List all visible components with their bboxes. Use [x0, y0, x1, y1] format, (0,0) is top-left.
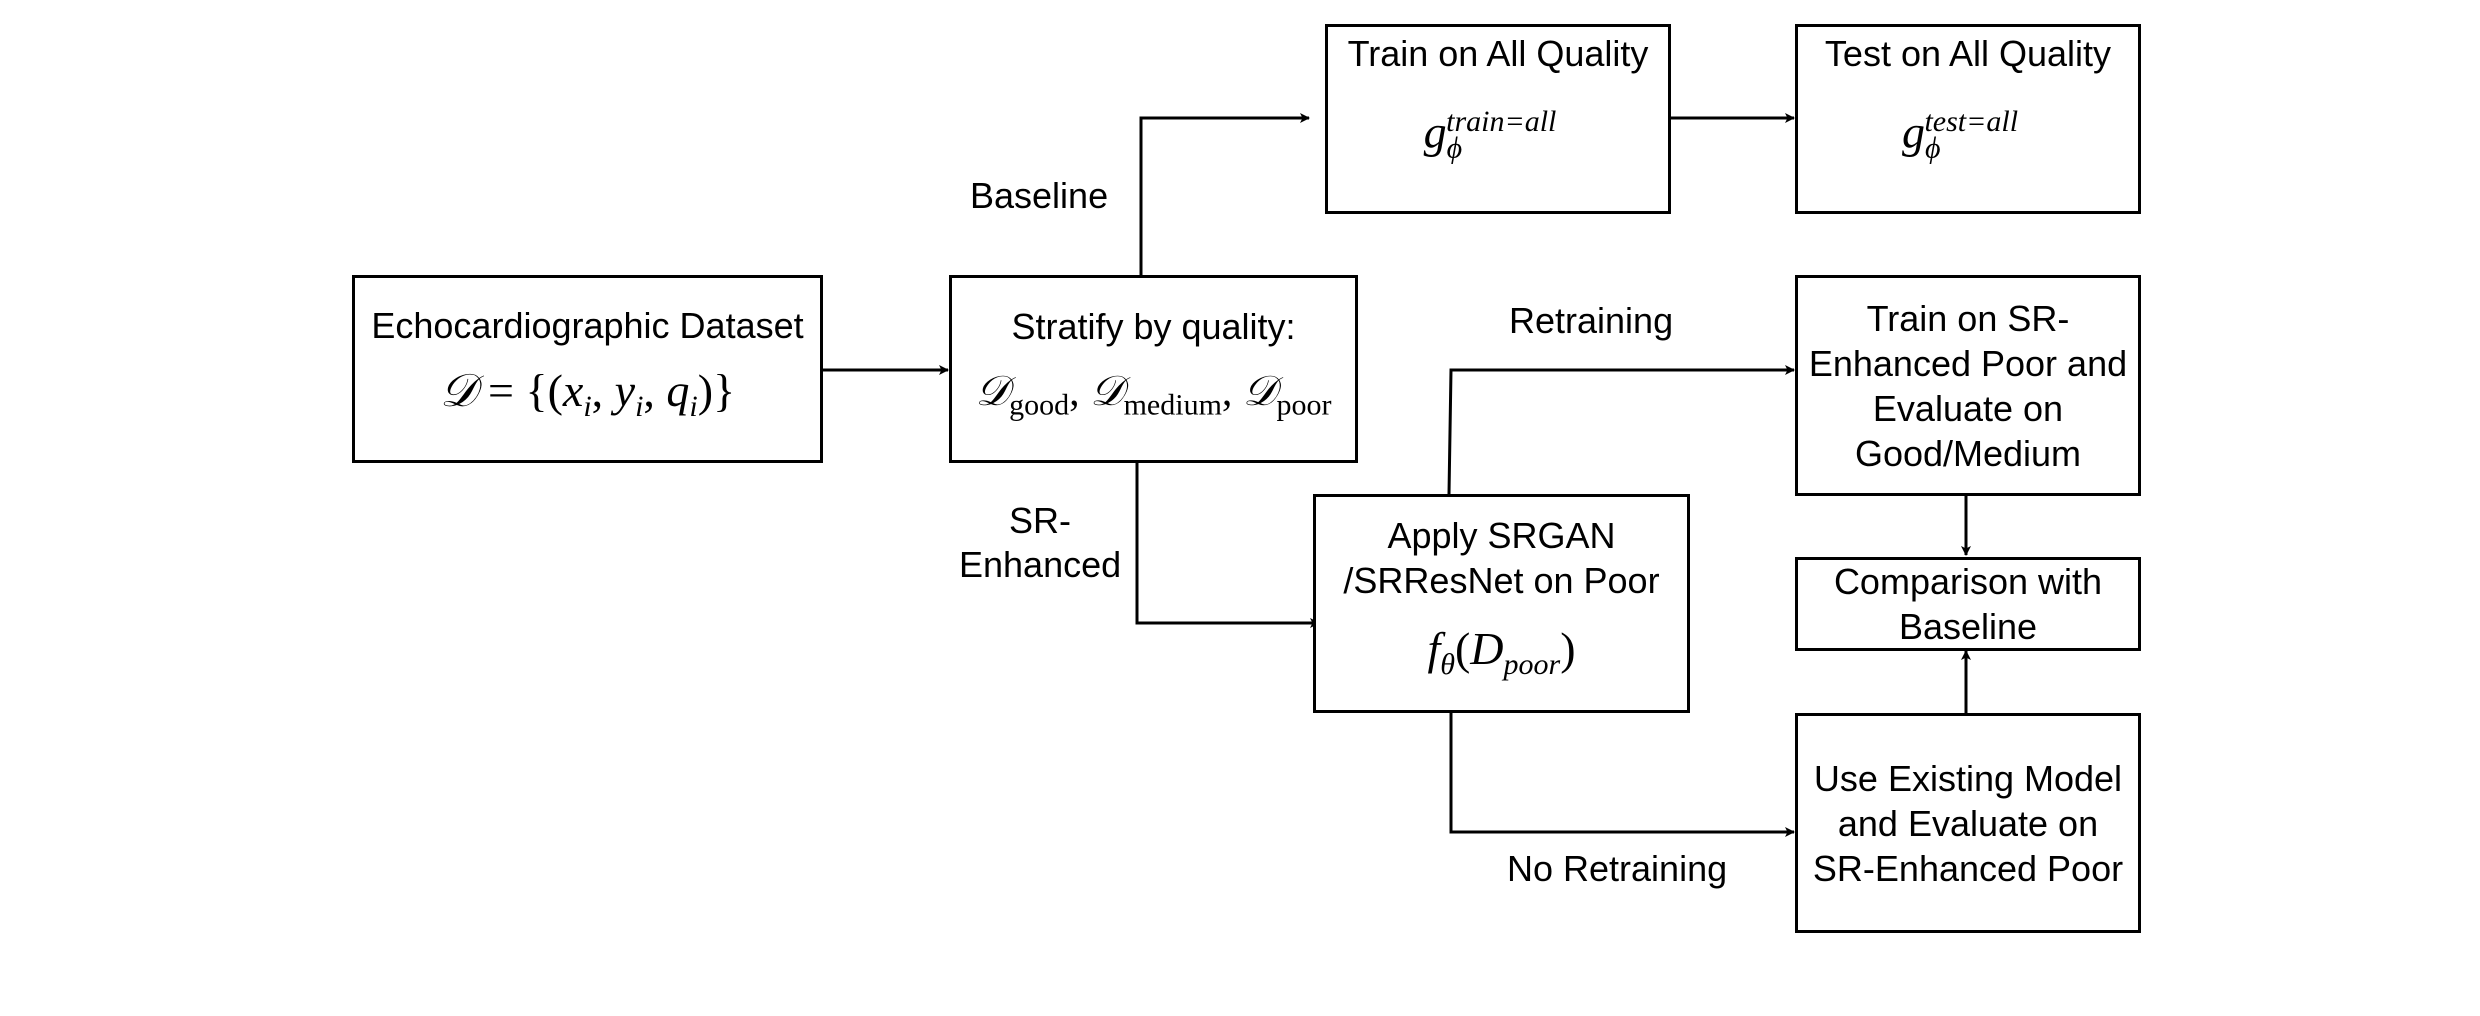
test-all-title: Test on All Quality [1824, 33, 2112, 74]
comparison-node: Comparison with Baseline [1795, 557, 2141, 651]
edge-stratify-to-train-all [1139, 113, 1310, 275]
apply-sr-title-line1: Apply SRGAN [1387, 515, 1616, 557]
train-sr-line4: Good/Medium [1854, 432, 2082, 474]
no-retraining-label: No Retraining [1507, 848, 1728, 889]
stratify-title: Stratify by quality: [1011, 306, 1296, 348]
train-sr-line1: Train on SR- [1866, 297, 2070, 339]
train-sr-line3: Evaluate on [1872, 387, 2064, 429]
retraining-label: Retraining [1509, 300, 1674, 341]
dataset-title: Echocardiographic Dataset [371, 304, 804, 346]
baseline-label: Baseline [970, 175, 1109, 216]
sr-enhanced-label-line1: SR- [1009, 500, 1071, 541]
train-all-formula: gϕtrain=all [1423, 105, 1557, 165]
train-sr-node: Train on SR- Enhanced Poor and Evaluate … [1795, 275, 2141, 496]
train-sr-line2: Enhanced Poor and [1808, 342, 2128, 384]
train-all-title: Train on All Quality [1347, 33, 1649, 74]
stratify-formula: 𝒟good, 𝒟medium, 𝒟poor [975, 366, 1332, 422]
edge-stratify-to-apply-sr [1135, 463, 1320, 628]
edge-apply-sr-to-existing [1449, 713, 1795, 837]
comparison-line1: Comparison with [1833, 561, 2103, 602]
test-all-formula: gϕtest=all [1901, 105, 2019, 165]
dataset-node: Echocardiographic Dataset 𝒟 = {(xi, yi, … [352, 275, 823, 463]
existing-line2: and Evaluate on [1837, 802, 2099, 844]
dataset-formula: 𝒟 = {(xi, yi, qi)} [439, 362, 736, 424]
existing-node: Use Existing Model and Evaluate on SR-En… [1795, 713, 2141, 933]
existing-line3: SR-Enhanced Poor [1812, 847, 2124, 889]
comparison-line2: Baseline [1898, 606, 2038, 647]
apply-sr-title-line2: /SRResNet on Poor [1343, 560, 1660, 602]
test-all-node: Test on All Quality gϕtest=all [1795, 24, 2141, 214]
edge-apply-sr-to-train-sr [1447, 365, 1795, 495]
stratify-node: Stratify by quality: 𝒟good, 𝒟medium, 𝒟po… [949, 275, 1358, 463]
existing-line1: Use Existing Model [1813, 757, 2123, 799]
apply-sr-node: Apply SRGAN /SRResNet on Poor fθ(Dpoor) [1313, 494, 1690, 713]
train-all-node: Train on All Quality gϕtrain=all [1325, 24, 1671, 214]
sr-enhanced-label-line2: Enhanced [959, 544, 1122, 585]
apply-sr-formula: fθ(Dpoor) [1427, 623, 1576, 682]
